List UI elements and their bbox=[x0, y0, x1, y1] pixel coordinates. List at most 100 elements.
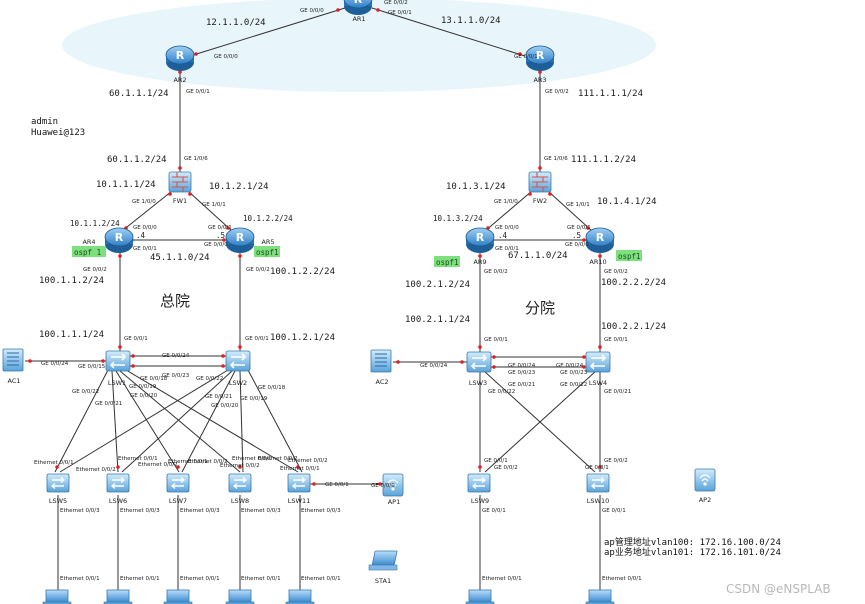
ip-label: 100.2.2.2/24 bbox=[601, 278, 666, 288]
pc-icon[interactable] bbox=[585, 589, 615, 604]
port-label: GE 0/0/0 bbox=[133, 225, 157, 231]
port-label: GE 0/0/18 bbox=[258, 385, 286, 391]
port-label: GE 0/0/1 bbox=[604, 337, 628, 343]
device-label: AR9 bbox=[473, 258, 486, 266]
device-label: AR4 bbox=[82, 238, 95, 246]
port-label: GE 0/0/24 bbox=[420, 363, 448, 369]
device-label: AP2 bbox=[699, 496, 712, 504]
zone-label-branch: 分院 bbox=[525, 299, 555, 317]
port-label: GE 0/0/24 bbox=[41, 361, 69, 367]
ip-suffix: .5 bbox=[572, 231, 581, 240]
switch-lsw6-icon[interactable] bbox=[106, 473, 130, 493]
port-label: Ethernet 0/0/1 bbox=[34, 460, 74, 466]
credential-user: admin bbox=[31, 117, 58, 127]
ip-label: 100.1.2.1/24 bbox=[270, 333, 335, 343]
pc-icon[interactable] bbox=[285, 589, 315, 604]
switch-lsw5-icon[interactable] bbox=[46, 473, 70, 493]
port-label: GE 0/0/22 bbox=[488, 389, 515, 395]
port-label: GE 0/0/2 bbox=[604, 269, 628, 275]
port-label: Ethernet 0/0/3 bbox=[241, 508, 281, 514]
device-label: AP1 bbox=[388, 498, 401, 506]
ip-label: 100.2.1.1/24 bbox=[405, 315, 470, 325]
port-label: Ethernet 0/0/1 bbox=[602, 576, 642, 582]
ip-label: 100.2.2.1/24 bbox=[601, 322, 666, 332]
port-label: GE 0/0/2 bbox=[545, 89, 569, 95]
ospf-tag-bg bbox=[254, 246, 280, 257]
firewall-fw1-icon[interactable] bbox=[168, 171, 192, 193]
pc-icon[interactable] bbox=[465, 589, 495, 604]
switch-lsw10-icon[interactable] bbox=[586, 473, 610, 493]
ip-label: 111.1.1.1/24 bbox=[578, 89, 643, 99]
ip-label: 100.1.2.2/24 bbox=[270, 267, 335, 277]
router-ar4-icon[interactable] bbox=[104, 227, 134, 254]
router-ar9-icon[interactable] bbox=[465, 227, 495, 254]
pc-icon[interactable] bbox=[225, 589, 255, 604]
switch-lsw8-icon[interactable] bbox=[228, 473, 252, 493]
ip-suffix: .5 bbox=[216, 231, 225, 240]
pc-icon[interactable] bbox=[42, 589, 72, 604]
port-label: GE 0/0/2 bbox=[246, 267, 270, 273]
ip-suffix: .4 bbox=[498, 231, 508, 240]
port-label: GE 0/0/22 bbox=[560, 382, 587, 388]
port-label: GE 0/0/0 bbox=[204, 242, 228, 248]
subnet-label: 67.1.1.0/24 bbox=[508, 251, 568, 261]
port-label: GE 0/0/21 bbox=[95, 401, 122, 407]
port-label: GE 0/0/2 bbox=[83, 267, 107, 273]
port-label: GE 0/0/23 bbox=[508, 370, 536, 376]
ip-label: 10.1.2.2/24 bbox=[243, 214, 293, 223]
station-sta1-icon[interactable] bbox=[368, 550, 398, 571]
port-label: GE 0/0/22 bbox=[196, 376, 223, 382]
port-label: Ethernet 0/0/1 bbox=[168, 459, 208, 465]
port-label: GE 0/0/1 bbox=[567, 225, 591, 231]
port-label: Ethernet 0/0/2 bbox=[220, 463, 260, 469]
port-label: GE 0/0/1 bbox=[186, 89, 210, 95]
device-label: LSW11 bbox=[288, 497, 310, 505]
subnet-label: 45.1.1.0/24 bbox=[150, 253, 210, 263]
switch-lsw9-icon[interactable] bbox=[467, 473, 491, 493]
device-label: LSW9 bbox=[471, 497, 489, 505]
port-label: GE 1/0/1 bbox=[202, 202, 226, 208]
port-label: GE 0/0/1 bbox=[124, 336, 148, 342]
port-label: GE 0/0/24 bbox=[162, 353, 190, 359]
port-label: GE 0/0/19 bbox=[129, 384, 157, 390]
access-point-ap2-icon[interactable] bbox=[694, 468, 716, 492]
device-label: LSW10 bbox=[587, 497, 609, 505]
device-label: AR1 bbox=[352, 15, 365, 23]
router-ar5-icon[interactable] bbox=[225, 227, 255, 254]
switch-lsw3-icon[interactable] bbox=[466, 351, 492, 373]
watermark: CSDN @eNSPLAB bbox=[726, 582, 831, 596]
ip-label: 111.1.1.2/24 bbox=[571, 155, 636, 165]
ac1-icon[interactable] bbox=[2, 348, 24, 372]
device-label: LSW3 bbox=[469, 379, 487, 387]
device-label: STA1 bbox=[375, 577, 391, 585]
device-label: AR2 bbox=[173, 76, 186, 84]
device-label: AC2 bbox=[375, 378, 388, 386]
switch-lsw2-icon[interactable] bbox=[225, 350, 251, 372]
port-label: GE 0/0/1 bbox=[245, 336, 269, 342]
port-label: GE 0/0/21 bbox=[508, 382, 535, 388]
switch-lsw1-icon[interactable] bbox=[105, 350, 131, 372]
router-ar2-icon[interactable] bbox=[165, 45, 195, 72]
port-label: Ethernet 0/0/2 bbox=[288, 458, 328, 464]
router-ar10-icon[interactable] bbox=[585, 227, 615, 254]
port-label: GE 0/0/1 bbox=[602, 508, 626, 514]
firewall-fw2-icon[interactable] bbox=[528, 171, 552, 193]
port-label: GE 0/0/2 bbox=[494, 465, 518, 471]
port-label: GE 0/0/1 bbox=[495, 246, 519, 252]
port-label: GE 0/0/0 bbox=[565, 242, 589, 248]
credential-password: Huawei@123 bbox=[31, 128, 85, 138]
switch-lsw11-icon[interactable] bbox=[287, 473, 311, 493]
switch-lsw4-icon[interactable] bbox=[585, 351, 611, 373]
port-label: GE 1/0/6 bbox=[184, 156, 208, 162]
subnet-label: 12.1.1.0/24 bbox=[206, 18, 266, 28]
ac2-icon[interactable] bbox=[370, 349, 392, 373]
switch-lsw7-icon[interactable] bbox=[166, 473, 190, 493]
port-label: Ethernet 0/0/2 bbox=[188, 459, 228, 465]
port-label: GE 0/0/1 bbox=[482, 508, 506, 514]
pc-icon[interactable] bbox=[103, 589, 133, 604]
device-label: LSW2 bbox=[229, 379, 247, 387]
ospf-label: ospf1 bbox=[436, 258, 459, 267]
ip-label: 10.1.1.1/24 bbox=[96, 180, 156, 190]
pc-icon[interactable] bbox=[163, 589, 193, 604]
